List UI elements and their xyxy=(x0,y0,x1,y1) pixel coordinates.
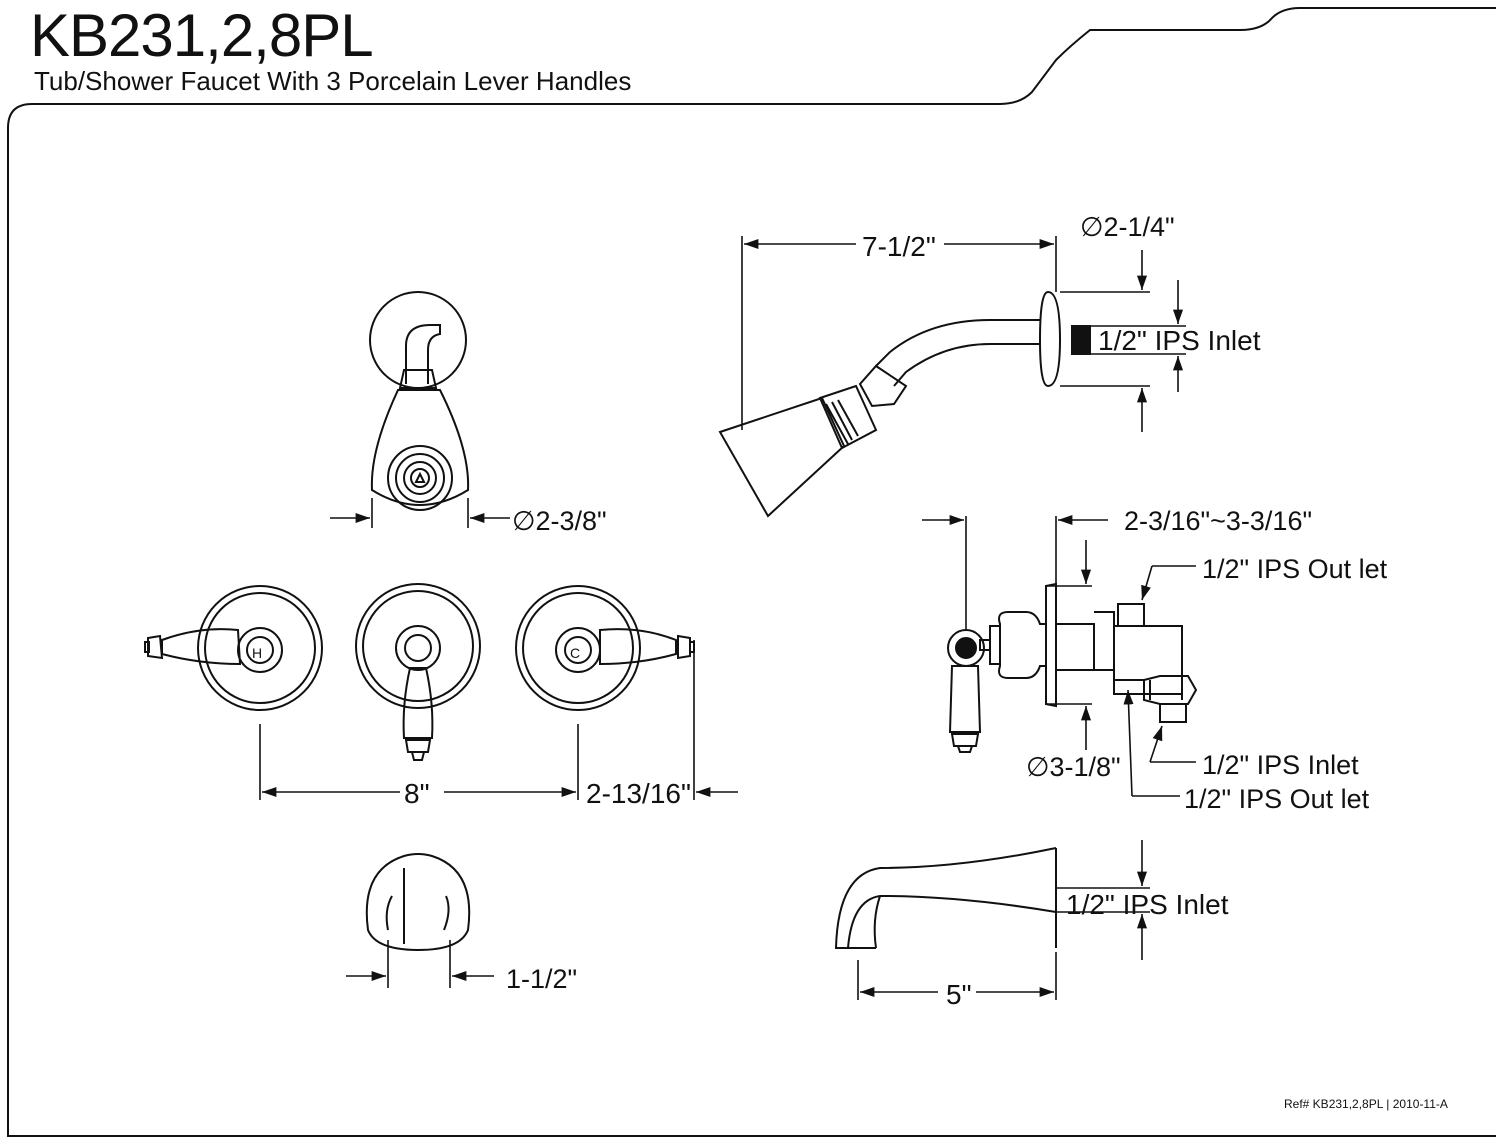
drawing-frame xyxy=(7,7,1496,1137)
valve-side-view xyxy=(947,582,1198,753)
valve-bottom-outlet-label: 1/2" IPS Out let xyxy=(1184,784,1370,814)
showerhead-side-view xyxy=(718,290,1091,518)
shower-arm-length-dimension xyxy=(741,236,1057,430)
valve-escutcheon-dimension xyxy=(1046,540,1092,750)
arm-inlet-label: 1/2" IPS Inlet xyxy=(1098,325,1261,356)
reference-code: Ref# KB231,2,8PL | 2010-11-A xyxy=(1284,1097,1448,1111)
svg-text:C: C xyxy=(570,645,580,661)
handle-offset-label: 2-13/16" xyxy=(586,778,691,809)
handle-spacing-label: 8" xyxy=(404,778,430,809)
spout-width-label: 1-1/2" xyxy=(506,964,577,994)
valve-depth-label: 2-3/16"~3-3/16" xyxy=(1124,506,1312,536)
model-number: KB231,2,8PL xyxy=(30,2,374,69)
valve-depth-dimension xyxy=(922,514,1108,630)
spout-inlet-label: 1/2" IPS Inlet xyxy=(1066,889,1229,920)
right-handle-front-view: C xyxy=(515,585,695,711)
left-handle-front-view: H xyxy=(144,585,323,711)
valve-leader-lines xyxy=(1123,565,1196,797)
valve-inlet-label: 1/2" IPS Inlet xyxy=(1202,750,1359,780)
flange-diameter-dimension xyxy=(1060,250,1186,432)
spout-side-view xyxy=(834,847,1057,949)
spout-width-dimension xyxy=(346,940,494,988)
shower-arm-length-label: 7-1/2" xyxy=(862,231,936,262)
svg-text:H: H xyxy=(252,645,262,661)
flange-diameter-label: ∅2-1/4" xyxy=(1080,212,1175,242)
spout-inlet-dimension xyxy=(1056,840,1150,960)
spout-length-dimension xyxy=(857,952,1057,1000)
product-description: Tub/Shower Faucet With 3 Porcelain Lever… xyxy=(34,66,632,96)
valve-escutcheon-label: ∅3-1/8" xyxy=(1026,752,1121,782)
center-handle-front-view xyxy=(355,583,481,761)
showerhead-front-view xyxy=(369,291,470,511)
showerhead-diameter-label: ∅2-3/8" xyxy=(512,506,607,536)
spout-length-label: 5" xyxy=(946,979,972,1010)
showerhead-diameter-dimension xyxy=(330,498,510,528)
spout-front-view xyxy=(365,853,471,952)
handle-spacing-dimension xyxy=(259,640,738,800)
valve-top-outlet-label: 1/2" IPS Out let xyxy=(1202,554,1388,584)
